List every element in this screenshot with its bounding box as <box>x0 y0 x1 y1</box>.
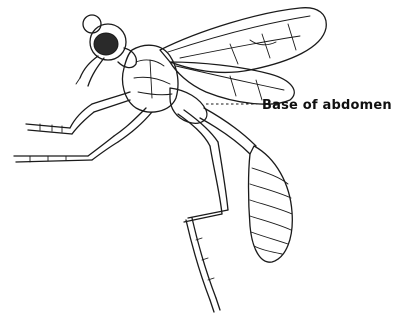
propodeum <box>170 88 207 123</box>
compound-eye <box>94 33 118 55</box>
hind-leg <box>178 110 228 312</box>
head <box>83 15 136 68</box>
abdomen <box>249 146 293 262</box>
label-base-of-abdomen: Base of abdomen <box>262 98 392 113</box>
antennae <box>76 56 104 86</box>
middle-leg <box>14 108 152 162</box>
front-leg <box>26 92 130 134</box>
